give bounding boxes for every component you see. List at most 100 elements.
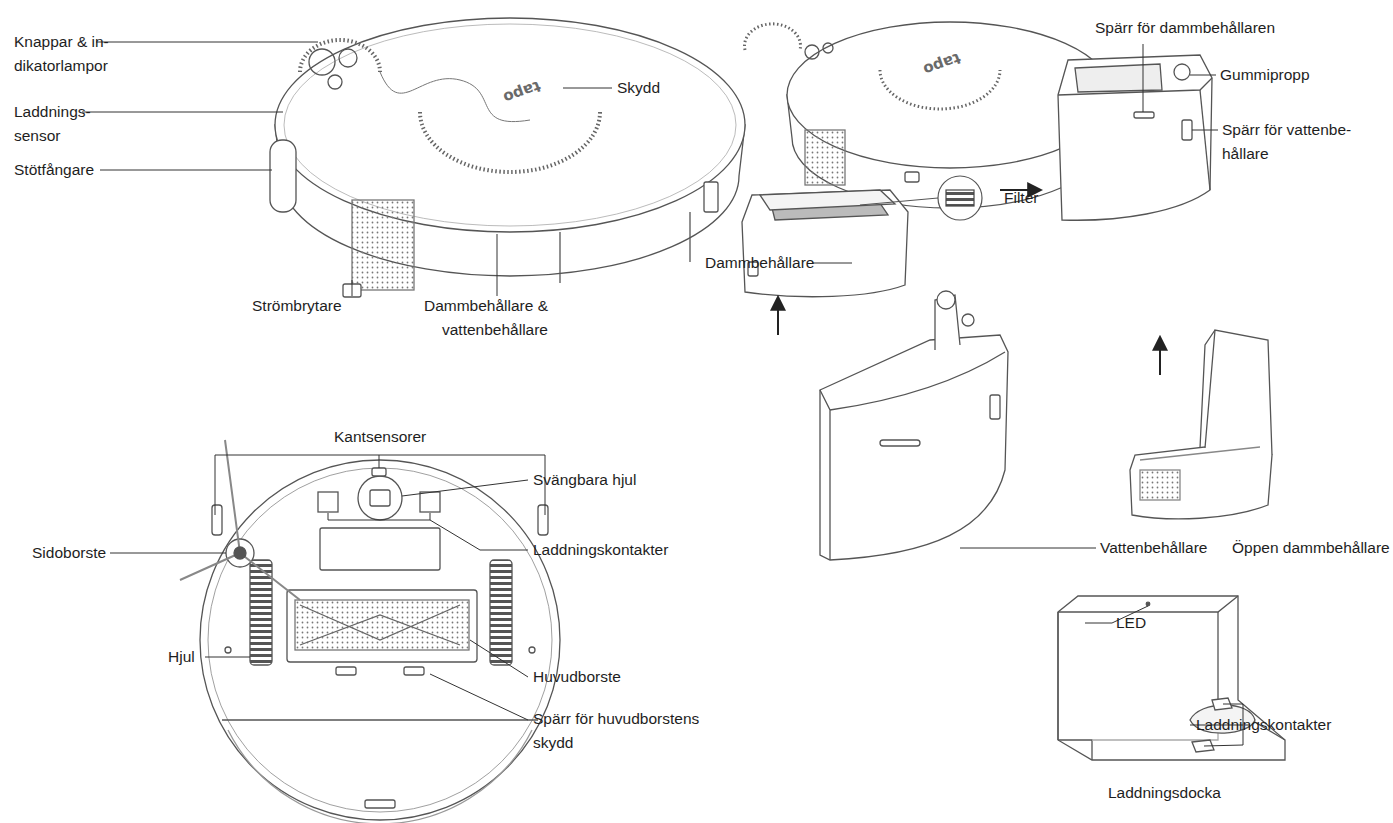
robot-top-view-part: [559, 232, 560, 283]
robot-bottom-view-part: [420, 492, 440, 512]
open-dust-bin: [1130, 330, 1272, 519]
robot-bottom-view-part: [300, 605, 460, 645]
robot-bottom-view-part: [538, 505, 548, 535]
open-dust-bin-part: [1140, 470, 1180, 500]
robot-top-view-part: [352, 200, 414, 290]
part-label: Gummipropp: [1220, 63, 1310, 87]
brand-logo: tapo: [921, 50, 963, 78]
part-label: Dammbehållare: [705, 251, 814, 275]
part-label: Spärr för huvudborstens skydd: [533, 707, 723, 755]
part-label: Stötfångare: [14, 158, 94, 182]
leader-lines-part: [96, 42, 318, 43]
part-label: Hjul: [168, 645, 195, 669]
part-label: Laddnings- sensor: [14, 100, 100, 148]
open-dust-bin-part: [1200, 330, 1215, 448]
leader-lines-part: [1143, 44, 1144, 112]
leader-line: [860, 198, 938, 205]
robot-bottom-view-part: [225, 647, 231, 653]
charging-dock-part: [1057, 612, 1058, 740]
filter-detail-part: [938, 176, 982, 220]
robot-bottom-view-part: [318, 492, 338, 512]
leader-lines-part: [328, 513, 528, 550]
part-label: Laddningsdocka: [1108, 781, 1221, 805]
robot-bottom-view-part: [372, 468, 386, 476]
bin-assembly-part: [1058, 55, 1212, 220]
part-label: Filter: [1004, 186, 1038, 210]
water-tank-part: [937, 291, 955, 309]
water-tank-part: [880, 440, 920, 446]
charging-dock: [1058, 596, 1285, 760]
robot-top-view-part: [689, 212, 690, 262]
part-label: Laddningskontakter: [533, 538, 668, 562]
leader-lines: [82, 42, 1250, 746]
leader-lines-part: [1192, 130, 1218, 131]
bin-assembly-part: [1075, 64, 1162, 92]
dust-bin: [742, 190, 908, 297]
robot-top-view-part: [704, 182, 718, 212]
charging-dock-part: [1058, 596, 1285, 760]
part-label: Sidoborste: [32, 541, 106, 565]
part-label: Dammbehållare & vattenbehållare: [384, 294, 548, 342]
part-label: Strömbrytare: [252, 294, 342, 318]
water-tank: [820, 291, 1008, 560]
move-arrow: [1159, 338, 1161, 375]
charging-dock-part: [1146, 602, 1150, 606]
robot-bin-removed-part: [745, 24, 801, 50]
robot-bottom-view: [180, 440, 560, 823]
part-label: Spärr för dammbehållaren: [1095, 16, 1275, 40]
robot-top-view-part: [309, 49, 335, 75]
leader-lines-part: [352, 280, 353, 296]
bin-assembly-part: [1134, 112, 1154, 118]
water-tank-part: [830, 352, 1005, 410]
open-dust-bin-part: [1205, 330, 1272, 455]
part-label: Skydd: [617, 76, 660, 100]
leader-lines-part: [430, 674, 528, 720]
leader-lines-part: [100, 170, 272, 171]
part-label: Kantsensorer: [334, 425, 426, 449]
robot-bottom-view-part: [358, 476, 402, 520]
robot-top-view-part: [328, 75, 342, 89]
filter-detail-part: [946, 190, 974, 206]
robot-bottom-view-part: [208, 468, 552, 812]
robot-bottom-view-part: [228, 730, 532, 823]
robot-top-view-part: [300, 40, 380, 72]
robot-bin-removed-part: [905, 172, 919, 182]
brand-logo: tapo: [501, 78, 543, 106]
robot-bottom-view-part: [529, 647, 535, 653]
robot-top-view: [270, 18, 745, 297]
water-tank-part: [820, 390, 830, 560]
leader-lines-part: [497, 234, 498, 296]
charging-dock-part: [1058, 596, 1238, 612]
robot-bottom-view-part: [404, 667, 424, 675]
robot-bin-removed-part: [823, 43, 833, 53]
dust-bin-part: [760, 190, 895, 210]
robot-top-view-part: [270, 140, 296, 212]
robot-bin-removed-part: [805, 130, 845, 185]
water-tank-part: [990, 395, 1000, 419]
leader-lines-part: [1190, 75, 1216, 76]
robot-bottom-view-part: [320, 528, 440, 570]
robot-bottom-view-part: [490, 560, 512, 665]
open-dust-bin-part: [1140, 447, 1260, 460]
robot-bin-removed: [745, 22, 1113, 208]
robot-top-view-part: [339, 49, 357, 67]
robot-bottom-view-part: [365, 800, 395, 808]
water-tank-part: [820, 335, 1008, 560]
robot-bottom-view-part: [234, 547, 246, 559]
leader-lines-part: [205, 657, 250, 658]
water-tank-part: [962, 314, 974, 326]
part-label: Knappar & in- dikatorlampor: [14, 30, 118, 78]
robot-top-view-part: [284, 24, 736, 226]
part-label: Laddningskontakter: [1196, 713, 1331, 737]
robot-bottom-view-part: [180, 440, 300, 600]
leader-lines-part: [110, 553, 226, 554]
part-label: LED: [1116, 611, 1146, 635]
robot-bin-removed-part: [880, 70, 1000, 109]
part-label: Huvudborste: [533, 665, 621, 689]
bin-assembly-part: [1182, 120, 1192, 140]
leader-lines-part: [402, 480, 528, 496]
robot-bottom-view-part: [222, 719, 538, 720]
